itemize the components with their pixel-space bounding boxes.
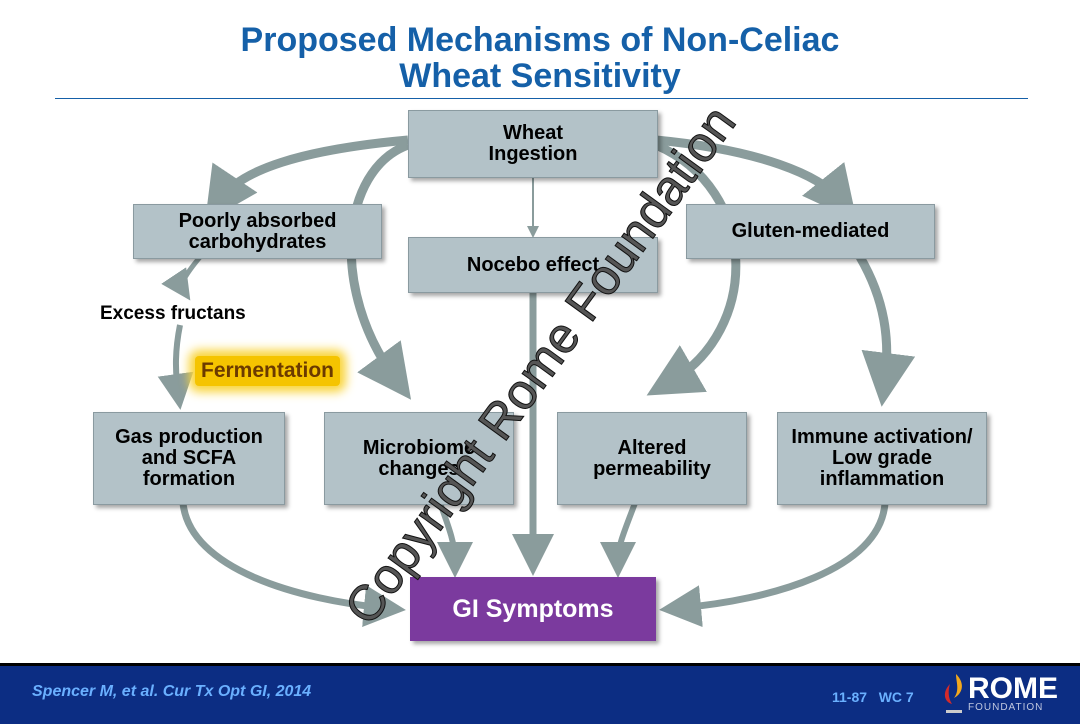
flame-icon [944, 674, 962, 713]
node-gi-symptoms: GI Symptoms [410, 577, 656, 641]
title-line-2: Wheat Sensitivity [399, 57, 681, 95]
label-excess-fructans: Excess fructans [100, 303, 246, 324]
arrow-permeability-gi [600, 501, 638, 578]
arrow-microbiome-gi [436, 501, 473, 578]
node-wheat-ingestion: Wheat Ingestion [408, 110, 658, 178]
logo-text: ROME [968, 671, 1058, 705]
citation: Spencer M, et al. Cur Tx Opt GI, 2014 [32, 683, 312, 700]
node-gas-production: Gas production and SCFA formation [93, 412, 285, 505]
arrow-carbs-fructans [161, 255, 202, 301]
arrow-gas-gi [179, 502, 406, 627]
node-microbiome: Microbiome changes [324, 412, 514, 505]
node-label: Immune activation/ Low grade inflammatio… [791, 426, 973, 490]
node-nocebo: Nocebo effect [408, 237, 658, 293]
node-label: Wheat Ingestion [488, 122, 578, 165]
node-label: Poorly absorbed carbohydrates [178, 209, 337, 253]
node-gluten-mediated: Gluten-mediated [686, 204, 935, 259]
arrow-wheat-microbiome [346, 140, 412, 400]
arrow-wheat-permeability [646, 140, 741, 396]
node-immune: Immune activation/ Low grade inflammatio… [777, 412, 987, 505]
title-divider [55, 98, 1028, 99]
arrow-immune-gi [659, 502, 889, 628]
logo-subtext: FOUNDATION [968, 701, 1044, 713]
node-label: Gluten-mediated [731, 220, 890, 242]
footer: Spencer M, et al. Cur Tx Opt GI, 2014 11… [0, 663, 1080, 724]
arrow-wheat-gluten [655, 135, 857, 222]
label-fermentation: Fermentation [195, 356, 341, 386]
node-label: Gas production and SCFA formation [115, 426, 263, 490]
arrow-wheat-carbs [204, 135, 409, 223]
node-permeability: Altered permeability [557, 412, 747, 505]
slide-code: 11-87 WC 7 [832, 689, 914, 705]
arrow-gluten-immune [856, 254, 916, 407]
node-label: Microbiome changes [362, 436, 476, 480]
node-poorly-absorbed-carbs: Poorly absorbed carbohydrates [133, 204, 382, 259]
node-label: Altered permeability [593, 436, 711, 480]
title-line-1: Proposed Mechanisms of Non-Celiac [240, 21, 840, 59]
arrow-fructans-gas [157, 324, 194, 410]
node-label: Nocebo effect [466, 253, 600, 276]
